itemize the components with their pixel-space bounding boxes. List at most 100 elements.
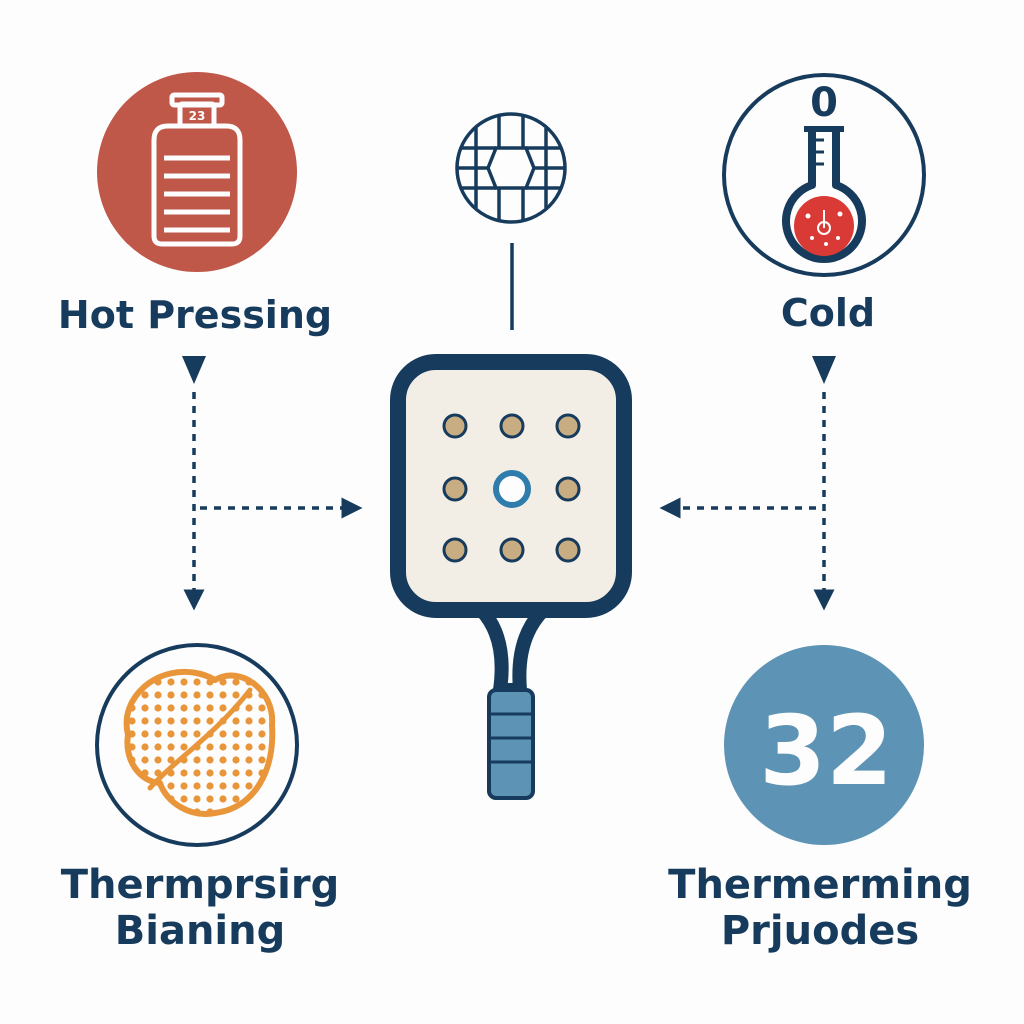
perforation-dot [206, 704, 214, 712]
thermometer-flask-icon: 0 [722, 73, 926, 277]
container-icon: 23 [97, 72, 297, 272]
bottom-left-caption-line1: Thermprsirg [60, 862, 340, 908]
perforation-dot [219, 756, 227, 764]
paddle-center-hole [493, 470, 531, 508]
perforation-dot [141, 717, 149, 725]
perforation-dot [167, 730, 175, 738]
bottom-right-caption-line1: Thermerming [668, 862, 972, 908]
perforation-dot [180, 678, 188, 686]
bottom-left-caption-line2: Bianing [114, 908, 286, 954]
perforation-dot [206, 756, 214, 764]
perforation-dot [193, 704, 201, 712]
perforation-dot [180, 691, 188, 699]
perforation-dot [245, 717, 253, 725]
perforation-dot [193, 678, 201, 686]
perforation-dot [141, 730, 149, 738]
bottom-left-caption: Thermprsirg Bianing [40, 862, 360, 954]
perforation-dot [206, 691, 214, 699]
perforation-dot [232, 730, 240, 738]
perforation-dot [245, 769, 253, 777]
left-flow [182, 356, 363, 611]
count-badge: 32 [759, 695, 893, 807]
perforation-dot [154, 756, 162, 764]
perforation-dot [167, 756, 175, 764]
perforation-dot [232, 782, 240, 790]
perforation-dot [206, 717, 214, 725]
right-flow-start-icon [812, 356, 836, 384]
perforation-dot [180, 795, 188, 803]
perforation-dot [167, 678, 175, 686]
perforation-dot [154, 730, 162, 738]
number-badge-icon: 32 [724, 645, 924, 845]
perforation-dot [206, 795, 214, 803]
perforation-dot [206, 782, 214, 790]
perforation-dot [193, 756, 201, 764]
perforation-dot [180, 782, 188, 790]
perforation-dot [167, 704, 175, 712]
perforation-dot [180, 743, 188, 751]
perforation-dot [219, 704, 227, 712]
perforation-dot [258, 704, 266, 712]
perforation-dot [245, 704, 253, 712]
perforation-dot [141, 756, 149, 764]
thermometer-tag: 0 [810, 80, 838, 126]
left-flow-start-icon [182, 356, 206, 384]
perforation-dot [245, 756, 253, 764]
perforation-dot [154, 717, 162, 725]
perforation-dot [245, 730, 253, 738]
perforated-sheet-icon [95, 643, 299, 847]
perforation-dot [193, 691, 201, 699]
perforation-dot [245, 782, 253, 790]
perforation-dot [219, 795, 227, 803]
perforation-dot [258, 730, 266, 738]
perforation-dot [167, 691, 175, 699]
perforation-dot [128, 717, 136, 725]
perforation-dot [258, 743, 266, 751]
perforation-dot [219, 782, 227, 790]
perforation-dot [206, 743, 214, 751]
perforation-dot [167, 743, 175, 751]
perforation-dot [180, 717, 188, 725]
perforation-dot [167, 717, 175, 725]
perforation-dot [232, 717, 240, 725]
perforation-dot [232, 769, 240, 777]
perforation-dot [219, 769, 227, 777]
perforation-dot [193, 782, 201, 790]
perforation-dot [219, 743, 227, 751]
perforation-dot [154, 743, 162, 751]
perforation-dot [180, 730, 188, 738]
perforation-dot [193, 769, 201, 777]
perforation-dot [245, 743, 253, 751]
hot-pressing-label: Hot Pressing [57, 293, 333, 337]
bottom-right-caption: Thermerming Prjuodes [660, 862, 980, 954]
perforation-dot [219, 730, 227, 738]
perforation-dot [180, 704, 188, 712]
perforation-dot [258, 717, 266, 725]
perforation-dot [193, 795, 201, 803]
perforation-dot [193, 717, 201, 725]
paddle-handle [487, 688, 535, 800]
right-flow [659, 356, 836, 611]
perforation-dot [258, 756, 266, 764]
perforation-dot [232, 795, 240, 803]
perforation-dot [154, 691, 162, 699]
perforation-dot [232, 678, 240, 686]
perforation-dot [232, 691, 240, 699]
cold-label: Cold [780, 291, 876, 335]
perforation-dot [141, 691, 149, 699]
perforation-dot [193, 730, 201, 738]
perforation-dot [141, 743, 149, 751]
perforation-dot [154, 704, 162, 712]
perforation-dot [219, 691, 227, 699]
perforation-dot [232, 743, 240, 751]
bottom-right-caption-line2: Prjuodes [720, 908, 920, 954]
paddle-holes [442, 413, 581, 563]
perforation-dot [206, 769, 214, 777]
perforation-dot [141, 704, 149, 712]
container-tag: 23 [189, 109, 206, 123]
perforation-dot [180, 769, 188, 777]
honeycomb-core-icon [455, 112, 567, 224]
perforation-dot [232, 756, 240, 764]
